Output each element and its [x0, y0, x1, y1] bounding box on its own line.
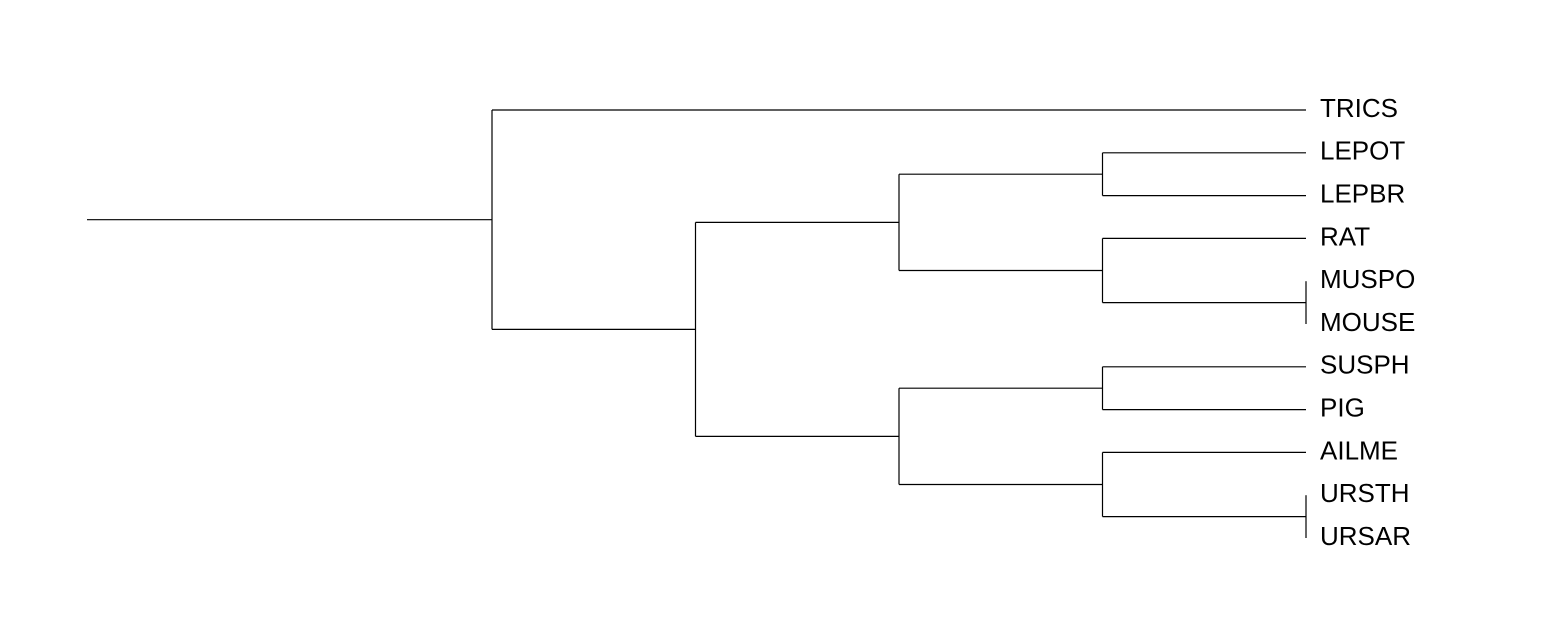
taxon-label-muspo: MUSPO [1320, 264, 1415, 294]
taxon-label-rat: RAT [1320, 221, 1370, 251]
taxon-label-ailme: AILME [1320, 435, 1398, 465]
tree-branches [87, 109, 1307, 538]
taxon-label-ursar: URSAR [1320, 521, 1411, 551]
taxon-label-susph: SUSPH [1320, 350, 1410, 380]
taxon-label-ursth: URSTH [1320, 478, 1410, 508]
taxon-label-mouse: MOUSE [1320, 307, 1415, 337]
taxon-label-trics: TRICS [1320, 93, 1398, 123]
taxon-label-lepbr: LEPBR [1320, 178, 1405, 208]
taxon-label-pig: PIG [1320, 392, 1365, 422]
taxon-labels: TRICS LEPOT LEPBR RAT MUSPO MOUSE SUSPH … [1320, 93, 1415, 551]
taxon-label-lepot: LEPOT [1320, 136, 1405, 166]
